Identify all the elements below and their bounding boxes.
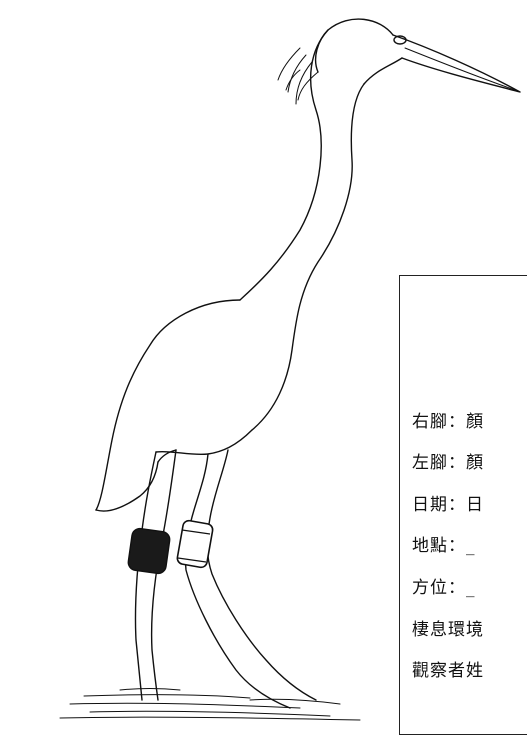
direction-label: 方位： [412,578,466,598]
date-label: 日期：日 [412,495,484,515]
right-leg-band [127,527,171,575]
location-label: 地點： [412,536,466,556]
direction-blank: _ [466,578,476,598]
leg-left [184,453,291,709]
direction-row: 方位：_ [412,578,476,598]
head [314,18,394,73]
location-blank: _ [466,536,476,556]
eye [393,35,407,45]
banding-record-form: 右腳：顏 左腳：顏 日期：日 地點：_ 方位：_ 棲息環境 觀察者姓 [399,275,527,735]
left-leg-band [176,519,214,569]
right-leg-row: 右腳：顏 [412,412,484,432]
observer-label: 觀察者姓 [412,661,484,681]
neck [239,29,329,301]
location-row: 地點：_ [412,536,476,556]
body [95,299,241,511]
habitat-row: 棲息環境 [412,620,484,640]
leg-right [134,451,157,701]
left-leg-row: 左腳：顏 [412,453,484,473]
left-leg-label: 左腳：顏 [412,453,484,473]
right-leg-label: 右腳：顏 [412,412,484,432]
date-row: 日期：日 [412,495,484,515]
observer-row: 觀察者姓 [412,661,484,681]
habitat-label: 棲息環境 [412,620,484,640]
beak [392,34,521,93]
